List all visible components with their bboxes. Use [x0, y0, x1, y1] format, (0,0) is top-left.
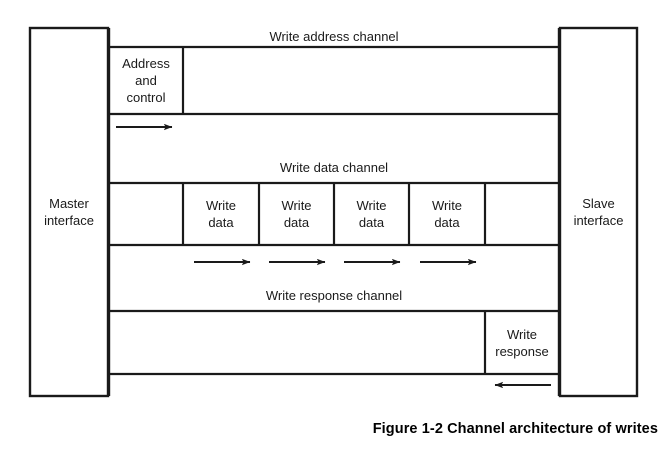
master-interface-line-2: interface	[44, 213, 94, 228]
write-data-cell-3-line-2: data	[358, 215, 385, 230]
figure-caption: Figure 1-2 Channel architecture of write…	[372, 421, 658, 437]
master-interface-box	[28, 26, 110, 398]
address-and-control-line-3: control	[126, 90, 166, 105]
address-and-control-cell: Address and control	[109, 47, 183, 114]
write-data-channel-title: Write data channel	[279, 160, 389, 175]
write-data-cell-1: Write data	[183, 183, 259, 245]
write-data-cell-2-line-1: Write	[281, 198, 312, 213]
slave-interface-line-1: Slave	[582, 196, 615, 211]
slave-interface-box	[558, 26, 639, 398]
write-data-cell-4-line-1: Write	[431, 198, 463, 213]
write-response-cell-line-2: response	[495, 343, 549, 359]
write-data-cell-4-line-2: data	[434, 215, 460, 230]
write-response-cell-line-1: Write	[506, 326, 538, 342]
write-response-channel-title: Write response channel	[265, 288, 403, 303]
write-data-cell-3: Write data	[334, 183, 409, 245]
write-data-cell-2: Write data	[259, 183, 334, 245]
write-data-cell-1-line-2: data	[208, 215, 234, 230]
write-data-cell-3-line-1: Write	[356, 198, 387, 213]
slave-interface-label: Slave interface	[560, 28, 637, 396]
write-data-cell-2-line-2: data	[283, 215, 310, 230]
slave-interface-line-2: interface	[573, 213, 624, 228]
write-response-cell: Write response	[485, 311, 559, 374]
write-data-cell-1-line-1: Write	[205, 198, 237, 213]
write-data-cell-4: Write data	[409, 183, 485, 245]
write-address-channel-title: Write address channel	[269, 29, 399, 44]
master-interface-line-1: Master	[49, 196, 89, 211]
master-interface-label: Master interface	[30, 28, 108, 396]
address-and-control-line-2: and	[135, 73, 157, 88]
address-and-control-line-1: Address	[122, 56, 170, 71]
